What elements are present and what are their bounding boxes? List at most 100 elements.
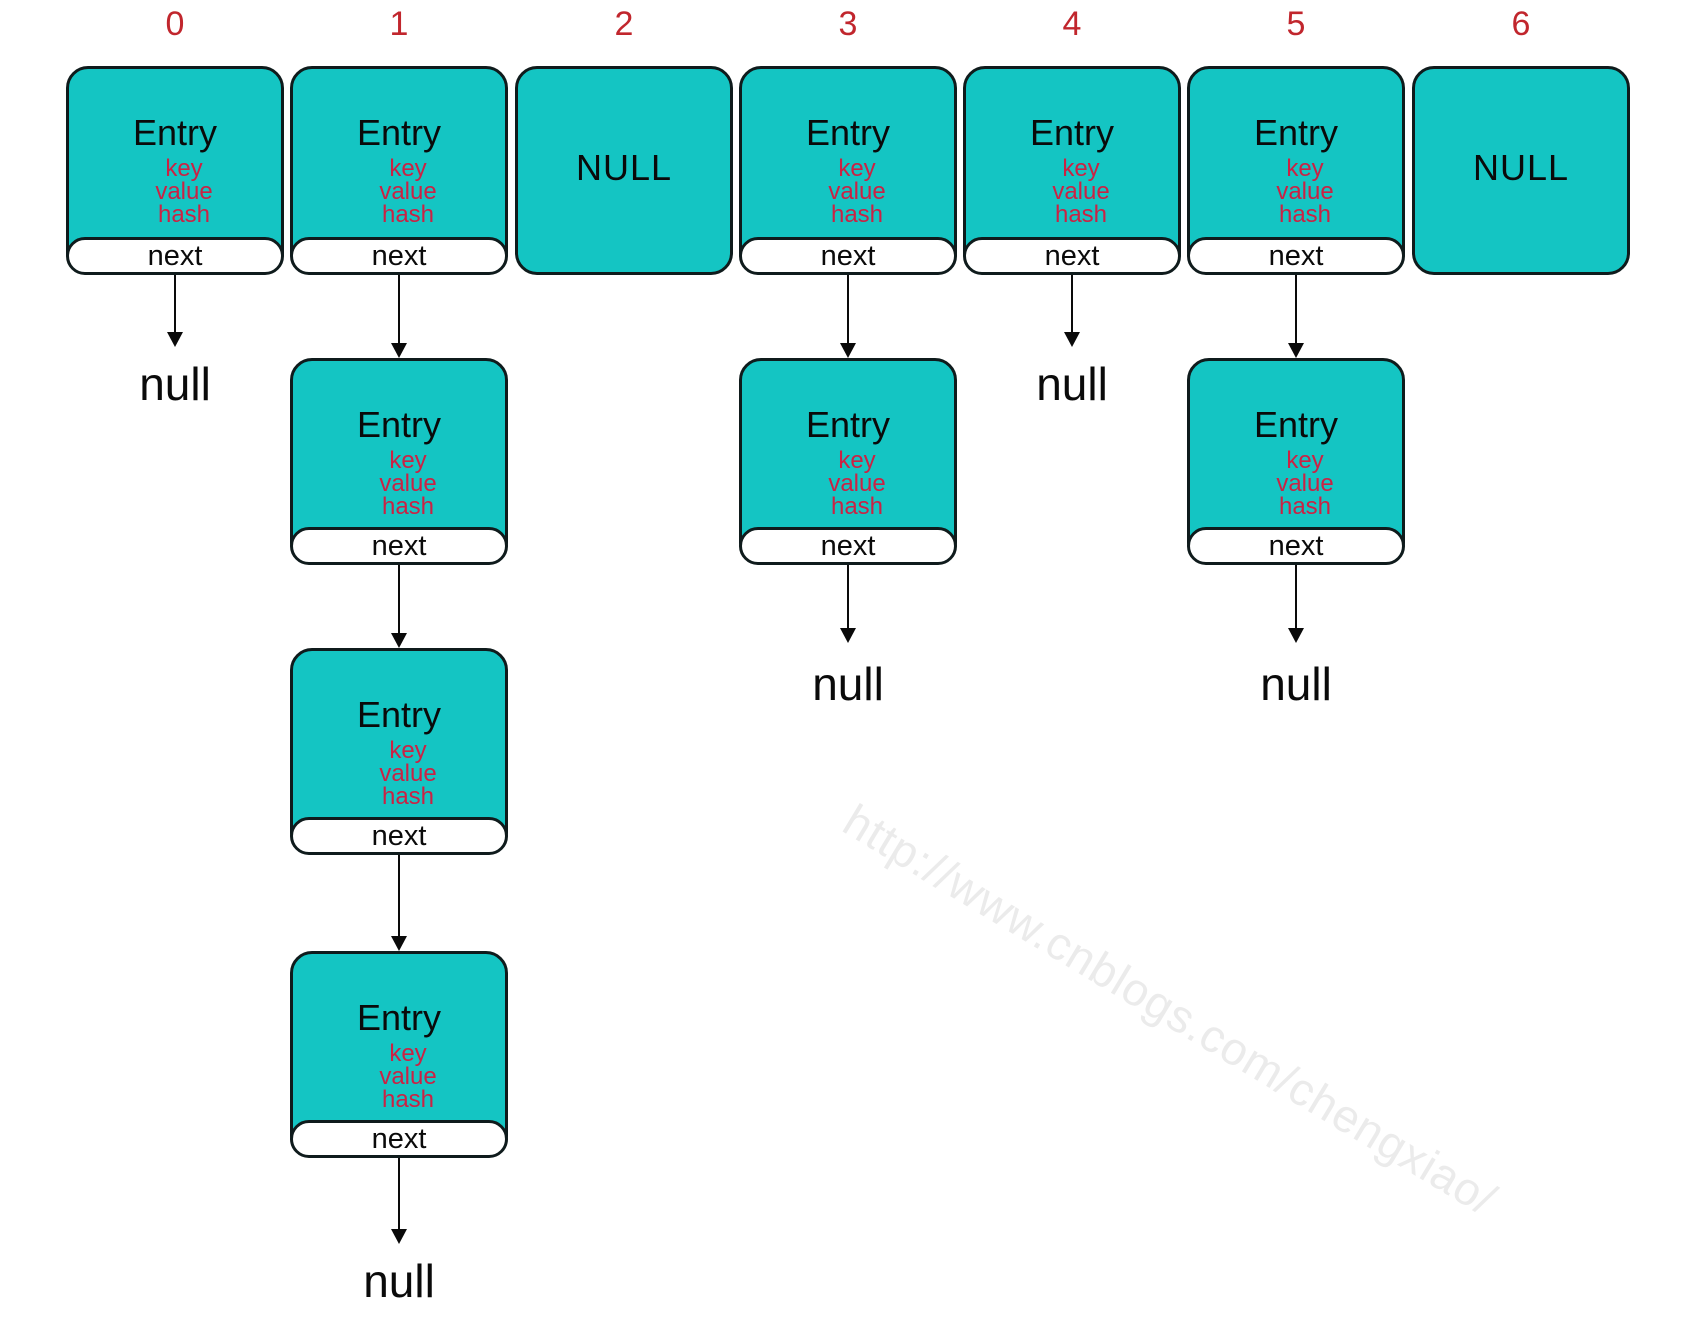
bucket-index-5: 5 (1286, 5, 1306, 43)
entry-field-hash: hash (1278, 201, 1332, 228)
next-arrow-chain1-1 (391, 565, 407, 648)
arrow-head-icon (391, 633, 407, 648)
arrow-shaft (1071, 275, 1073, 335)
null-terminator-bucket0: null (139, 358, 211, 410)
arrow-shaft (1295, 565, 1297, 631)
entry-field-value: value (379, 470, 437, 497)
watermark-text: http://www.cnblogs.com/chengxiao/ (834, 793, 1506, 1226)
entry-field-value: value (828, 178, 886, 205)
entry-field-key: key (389, 1040, 427, 1067)
entry-fields: key value hash (302, 447, 514, 520)
entry-field-value: value (379, 760, 437, 787)
entry-field-value: value (379, 1063, 437, 1090)
next-pointer: next (290, 1120, 508, 1158)
arrow-head-icon (1064, 332, 1080, 347)
bucket-index-3: 3 (838, 5, 858, 43)
next-arrow-chain5-1 (1288, 565, 1304, 643)
entry-title: Entry (1029, 112, 1115, 153)
entry-fields: key value hash (302, 155, 514, 228)
next-arrow-bucket4 (1064, 275, 1080, 347)
entry-field-hash: hash (830, 493, 884, 520)
bucket-index-6: 6 (1511, 5, 1531, 43)
entry-fields: key value hash (1199, 155, 1411, 228)
chain-node-3-1: Entry key value hash next (739, 358, 957, 565)
entry-field-hash: hash (157, 201, 211, 228)
entry-fields: key value hash (751, 449, 963, 520)
entry-fields: key value hash (78, 155, 290, 228)
bucket-index-2: 2 (614, 5, 634, 43)
arrow-head-icon (167, 332, 183, 347)
entry-title: Entry (356, 997, 442, 1038)
bucket-node-3: Entry key value hash next (739, 66, 957, 275)
entry-field-key: key (389, 447, 427, 474)
next-pointer: next (739, 237, 957, 275)
bucket-index-0: 0 (165, 5, 185, 43)
entry-field-key: key (1286, 447, 1324, 474)
entry-field-key: key (389, 737, 427, 764)
bucket-node-4: Entry key value hash next (963, 66, 1181, 275)
bucket-node-5: Entry key value hash next (1187, 66, 1405, 275)
entry-fields: key value hash (975, 155, 1187, 228)
entry-field-value: value (1276, 470, 1334, 497)
entry-title: Entry (805, 112, 891, 153)
entry-title: Entry (356, 112, 442, 153)
next-pointer: next (290, 237, 508, 275)
arrow-head-icon (840, 343, 856, 358)
entry-field-value: value (1052, 178, 1110, 205)
arrow-shaft (1295, 275, 1297, 346)
chain-node-1-3: Entry key value hash next (290, 951, 508, 1158)
arrow-head-icon (391, 343, 407, 358)
entry-title: Entry (356, 694, 442, 735)
entry-field-value: value (379, 178, 437, 205)
entry-field-value: value (155, 178, 213, 205)
entry-fields: key value hash (1199, 447, 1411, 520)
next-arrow-chain1-2 (391, 855, 407, 951)
arrow-head-icon (1288, 343, 1304, 358)
arrow-shaft (398, 565, 400, 636)
bucket-node-6-null: NULL (1412, 66, 1630, 275)
entry-field-hash: hash (1054, 201, 1108, 228)
next-pointer: next (290, 527, 508, 565)
next-pointer: next (739, 527, 957, 565)
entry-field-hash: hash (1278, 493, 1332, 520)
entry-fields: key value hash (302, 1040, 514, 1112)
null-terminator-bucket1: null (363, 1255, 435, 1307)
entry-fields: key value hash (302, 737, 514, 810)
entry-field-hash: hash (381, 783, 435, 810)
entry-field-key: key (165, 155, 203, 182)
next-pointer: next (1187, 237, 1405, 275)
entry-field-value: value (828, 470, 886, 497)
next-pointer: next (66, 237, 284, 275)
entry-field-key: key (1286, 155, 1324, 182)
arrow-head-icon (391, 936, 407, 951)
arrow-head-icon (840, 628, 856, 643)
next-arrow-chain3-1 (840, 565, 856, 643)
null-terminator-bucket3: null (812, 658, 884, 710)
arrow-shaft (398, 1158, 400, 1232)
chain-node-1-2: Entry key value hash next (290, 648, 508, 855)
chain-node-5-1: Entry key value hash next (1187, 358, 1405, 565)
next-pointer: next (290, 817, 508, 855)
entry-fields: key value hash (751, 157, 963, 228)
entry-field-key: key (1062, 155, 1100, 182)
next-arrow-bucket0 (167, 275, 183, 347)
next-arrow-bucket1 (391, 275, 407, 358)
next-pointer: next (963, 237, 1181, 275)
entry-field-hash: hash (381, 201, 435, 228)
entry-field-key: key (389, 155, 427, 182)
null-bucket-label: NULL (575, 146, 673, 188)
entry-field-value: value (1276, 178, 1334, 205)
bucket-node-0: Entry key value hash next (66, 66, 284, 275)
entry-field-hash: hash (381, 493, 435, 520)
next-pointer: next (1187, 527, 1405, 565)
arrow-shaft (398, 275, 400, 346)
entry-title: Entry (356, 404, 442, 445)
bucket-node-1: Entry key value hash next (290, 66, 508, 275)
arrow-shaft (847, 565, 849, 631)
entry-title: Entry (1253, 404, 1339, 445)
entry-field-hash: hash (830, 201, 884, 228)
bucket-index-1: 1 (389, 5, 409, 43)
null-terminator-bucket5: null (1260, 658, 1332, 710)
arrow-head-icon (1288, 628, 1304, 643)
